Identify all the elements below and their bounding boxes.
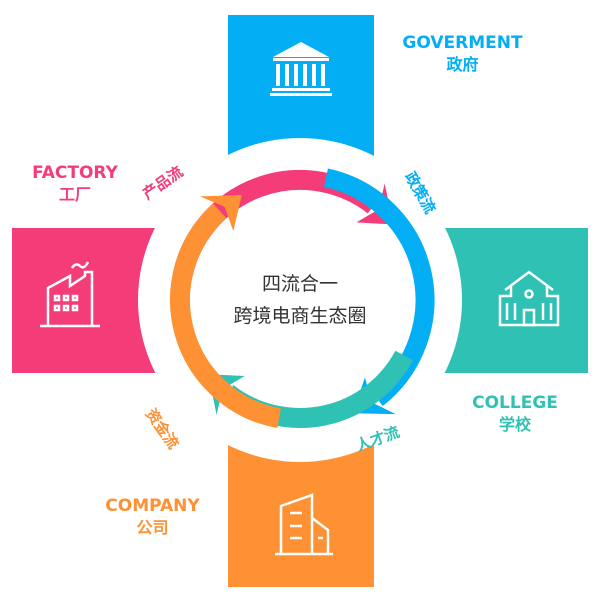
factory-label-en: FACTORY (32, 163, 118, 183)
company-label: COMPANY 公司 (100, 495, 205, 539)
capital-flow-arrow-head (199, 195, 242, 231)
company-label-en: COMPANY (105, 496, 200, 516)
factory-label: FACTORY 工厂 (25, 162, 125, 206)
center-title-line2: 跨境电商生态圈 (233, 305, 367, 327)
government-label: GOVERMENT 政府 (395, 32, 530, 76)
center-title-line1: 四流合一 (261, 273, 338, 295)
college-label-en: COLLEGE (472, 393, 558, 413)
factory-icon (40, 261, 100, 328)
college-label-cn: 学校 (498, 415, 531, 434)
capital-flow-arrow-band (170, 203, 282, 429)
factory-block (12, 228, 162, 373)
school-icon (498, 270, 560, 327)
center-title: 四流合一 跨境电商生态圈 (200, 268, 400, 332)
office-building-icon (275, 493, 333, 556)
college-label: COLLEGE 学校 (465, 392, 565, 436)
college-block (440, 228, 588, 373)
company-label-cn: 公司 (136, 518, 169, 537)
government-label-cn: 政府 (446, 55, 479, 74)
factory-label-cn: 工厂 (58, 185, 91, 204)
government-label-en: GOVERMENT (402, 33, 523, 53)
government-building-icon (270, 42, 332, 96)
